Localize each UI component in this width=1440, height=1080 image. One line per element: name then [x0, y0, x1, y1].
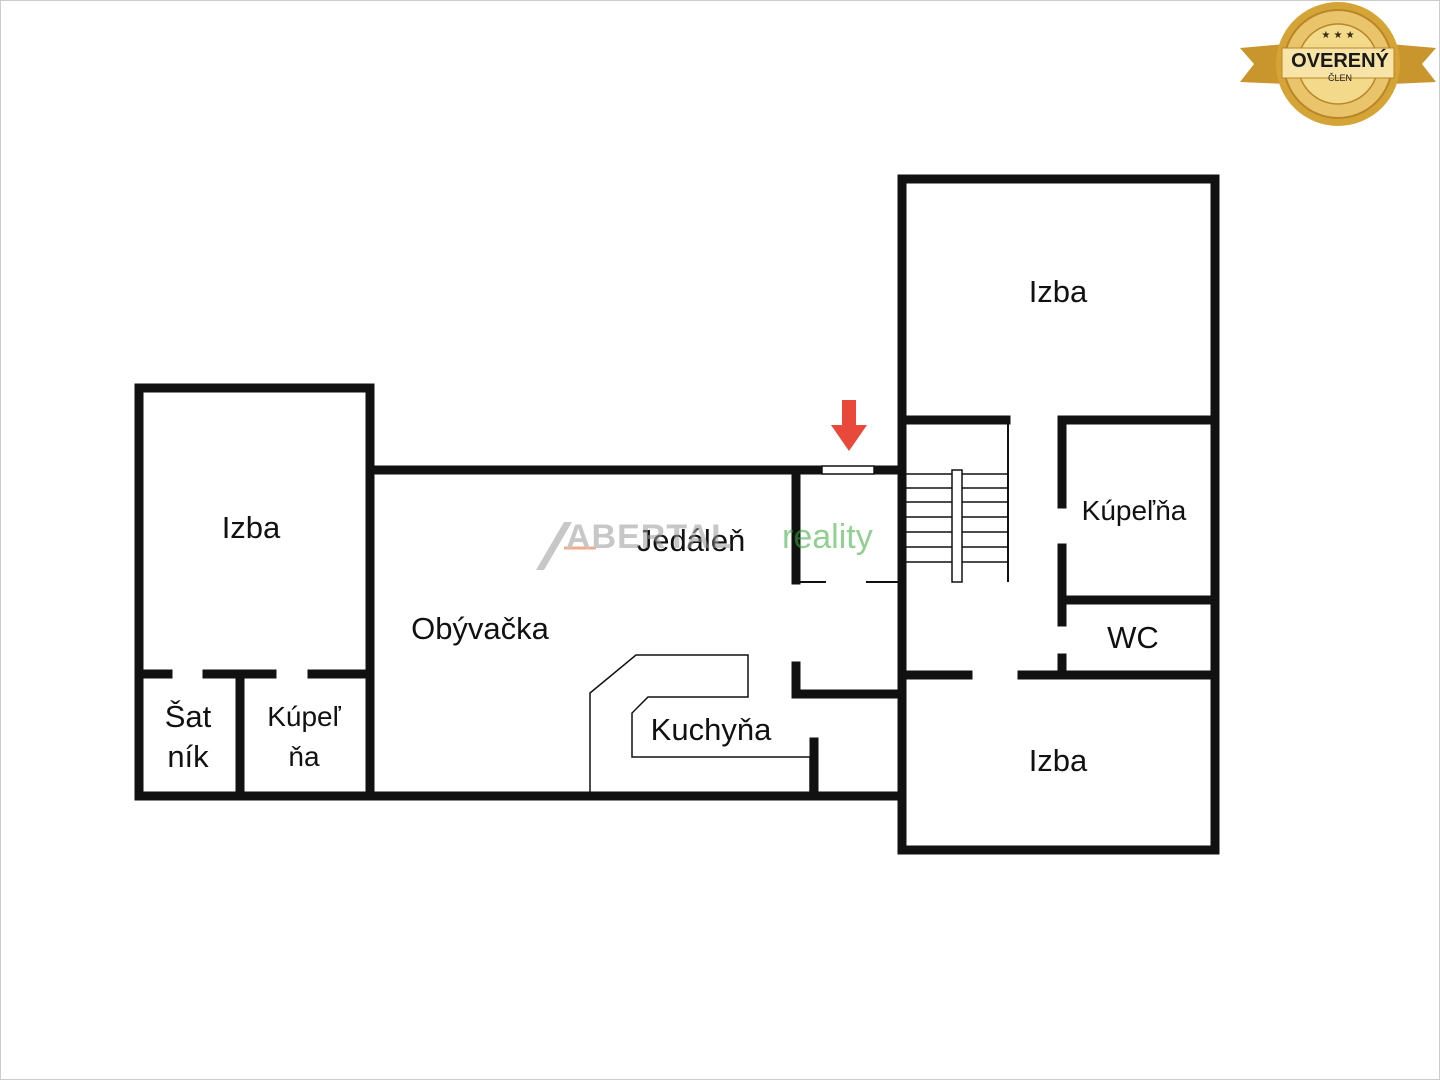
room-label-kupelna-small-line1: Kúpeľ: [267, 701, 341, 732]
room-label-satnik-line2: ník: [167, 739, 209, 774]
room-label-wc: WC: [1107, 620, 1159, 655]
arrow-down-icon: [831, 400, 867, 451]
wall-left-block: [134, 383, 375, 801]
badge-title: OVERENÝ: [1291, 50, 1389, 72]
room-label-jedalen: Jedáleň: [636, 523, 746, 558]
walls: [134, 174, 1220, 855]
watermark-logo: ABERTAL reality: [536, 518, 916, 574]
entrance-window: [821, 465, 875, 475]
room-label-kupelna-right: Kúpeľňa: [1081, 495, 1187, 526]
watermark-brand: ABERTAL: [566, 518, 733, 556]
room-label-obyvacka: Obývačka: [411, 611, 549, 646]
watermark-suffix: reality: [782, 518, 873, 556]
room-label-kupelna-small: Kúpeľ ňa: [267, 697, 341, 777]
room-label-satnik-line1: Šat: [164, 699, 212, 734]
room-label-izba-top-right: Izba: [1028, 274, 1088, 309]
kitchen-counter: [589, 654, 811, 797]
svg-text:★ ★ ★: ★ ★ ★: [1321, 30, 1354, 41]
room-label-kuchyna: Kuchyňa: [650, 712, 772, 747]
badge-subtitle: ČLEN: [1327, 73, 1352, 83]
staircase: [906, 469, 1008, 583]
thin-lines: [796, 420, 1009, 583]
room-label-izba-bottom-right: Izba: [1028, 743, 1088, 778]
verified-seal-icon: ★ ★ ★: [1240, 2, 1436, 126]
room-label-izba-left: Izba: [221, 510, 281, 545]
room-label-satnik: Šat ník: [165, 697, 212, 777]
wall-right-block: [897, 174, 1220, 855]
room-label-kupelna-small-line2: ňa: [288, 741, 320, 772]
watermark-mark: [536, 522, 596, 570]
